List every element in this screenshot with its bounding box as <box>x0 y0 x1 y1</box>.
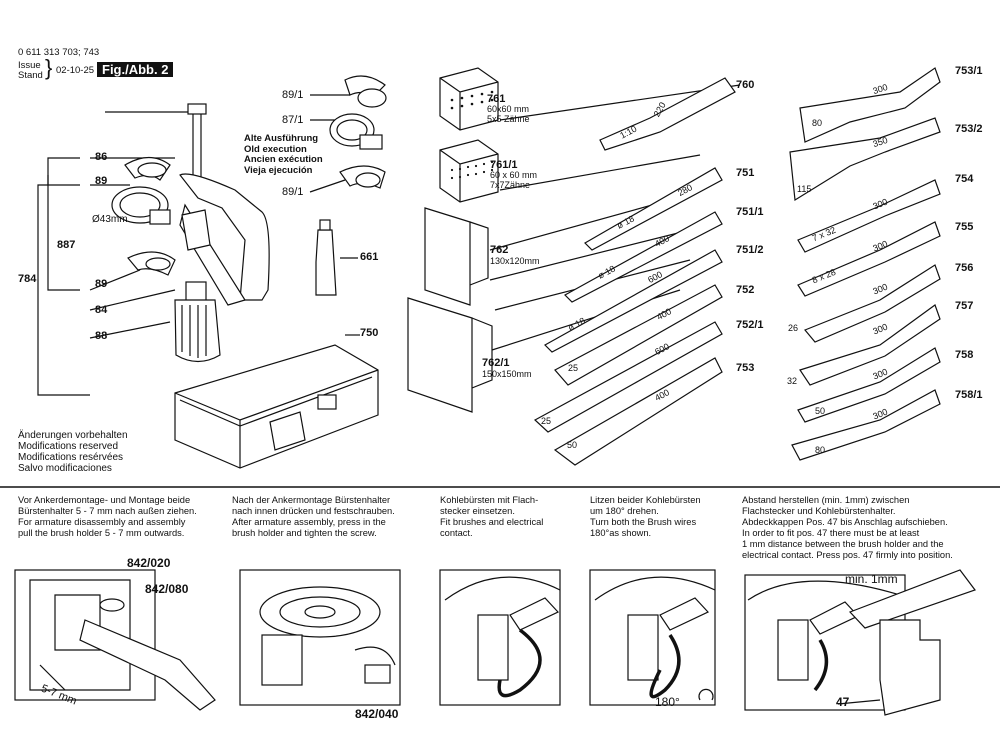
part-755: 755 <box>955 221 974 233</box>
part-784: 784 <box>18 273 37 285</box>
part-89-bottom: 89 <box>95 278 108 290</box>
tool-753-width: 50 <box>567 440 578 450</box>
brace-glyph: } <box>45 55 53 80</box>
part-762-spec: 130x120mm <box>490 256 540 266</box>
part-86: 86 <box>95 151 108 163</box>
part-753-2: 753/2 <box>955 123 983 135</box>
part-754: 754 <box>955 173 974 185</box>
part-758-1: 758/1 <box>955 389 983 401</box>
label-180-degrees: 180° <box>655 695 680 709</box>
issue-date: 02-10-25 <box>56 65 95 76</box>
part-757: 757 <box>955 300 974 312</box>
part-758: 758 <box>955 349 974 361</box>
label-842-020: 842/020 <box>127 556 171 570</box>
figure-label: Fig./Abb. 2 <box>97 62 174 77</box>
part-751-2: 751/2 <box>736 244 764 256</box>
part-87-1: 87/1 <box>282 114 304 126</box>
label-pos-47: 47 <box>836 695 850 709</box>
label-842-080: 842/080 <box>145 582 189 596</box>
part-89-top: 89 <box>95 175 108 187</box>
tool-757-width: 32 <box>787 376 798 386</box>
stand-label: Stand <box>18 70 43 81</box>
part-760: 760 <box>736 79 755 91</box>
modifications-notice: Änderungen vorbehalten Modifications res… <box>18 430 128 474</box>
diameter-label: Ø43mm <box>92 214 128 225</box>
document-number: 0 611 313 703; 743 <box>18 47 100 58</box>
part-756: 756 <box>955 262 974 274</box>
tool-752-width: 25 <box>568 363 579 373</box>
part-89-1-bottom: 89/1 <box>282 186 304 198</box>
old-execution-note: Alte Ausführung Old execution Ancien exé… <box>244 133 323 176</box>
tool-752-1-width: 25 <box>541 416 552 426</box>
part-753: 753 <box>736 362 755 374</box>
instruction-step-3: Kohlebürsten mit Flach-stecker einsetzen… <box>440 495 544 538</box>
part-752: 752 <box>736 284 755 296</box>
label-842-040: 842/040 <box>355 707 399 721</box>
part-761-1: 761/1 <box>490 159 518 171</box>
part-751-1: 751/1 <box>736 206 764 218</box>
tool-753-2-width: 115 <box>797 184 812 194</box>
part-84: 84 <box>95 304 108 316</box>
part-762-1: 762/1 <box>482 357 510 369</box>
part-751: 751 <box>736 167 755 179</box>
tool-758-width: 50 <box>815 406 826 416</box>
part-89-1-top: 89/1 <box>282 89 304 101</box>
part-88: 88 <box>95 330 108 342</box>
part-762-1-spec: 150x150mm <box>482 369 532 379</box>
part-887: 887 <box>57 239 76 251</box>
part-752-1: 752/1 <box>736 319 764 331</box>
label-min-1mm: min. 1mm <box>845 572 898 586</box>
part-761: 761 <box>487 93 506 105</box>
part-762: 762 <box>490 244 509 256</box>
part-750: 750 <box>360 327 379 339</box>
tool-758-1-width: 80 <box>815 445 826 455</box>
part-753-1: 753/1 <box>955 65 983 77</box>
tool-753-1-width: 80 <box>812 118 823 128</box>
issue-label: Issue <box>18 60 41 71</box>
part-661: 661 <box>360 251 379 263</box>
tool-756-width: 26 <box>788 323 799 333</box>
